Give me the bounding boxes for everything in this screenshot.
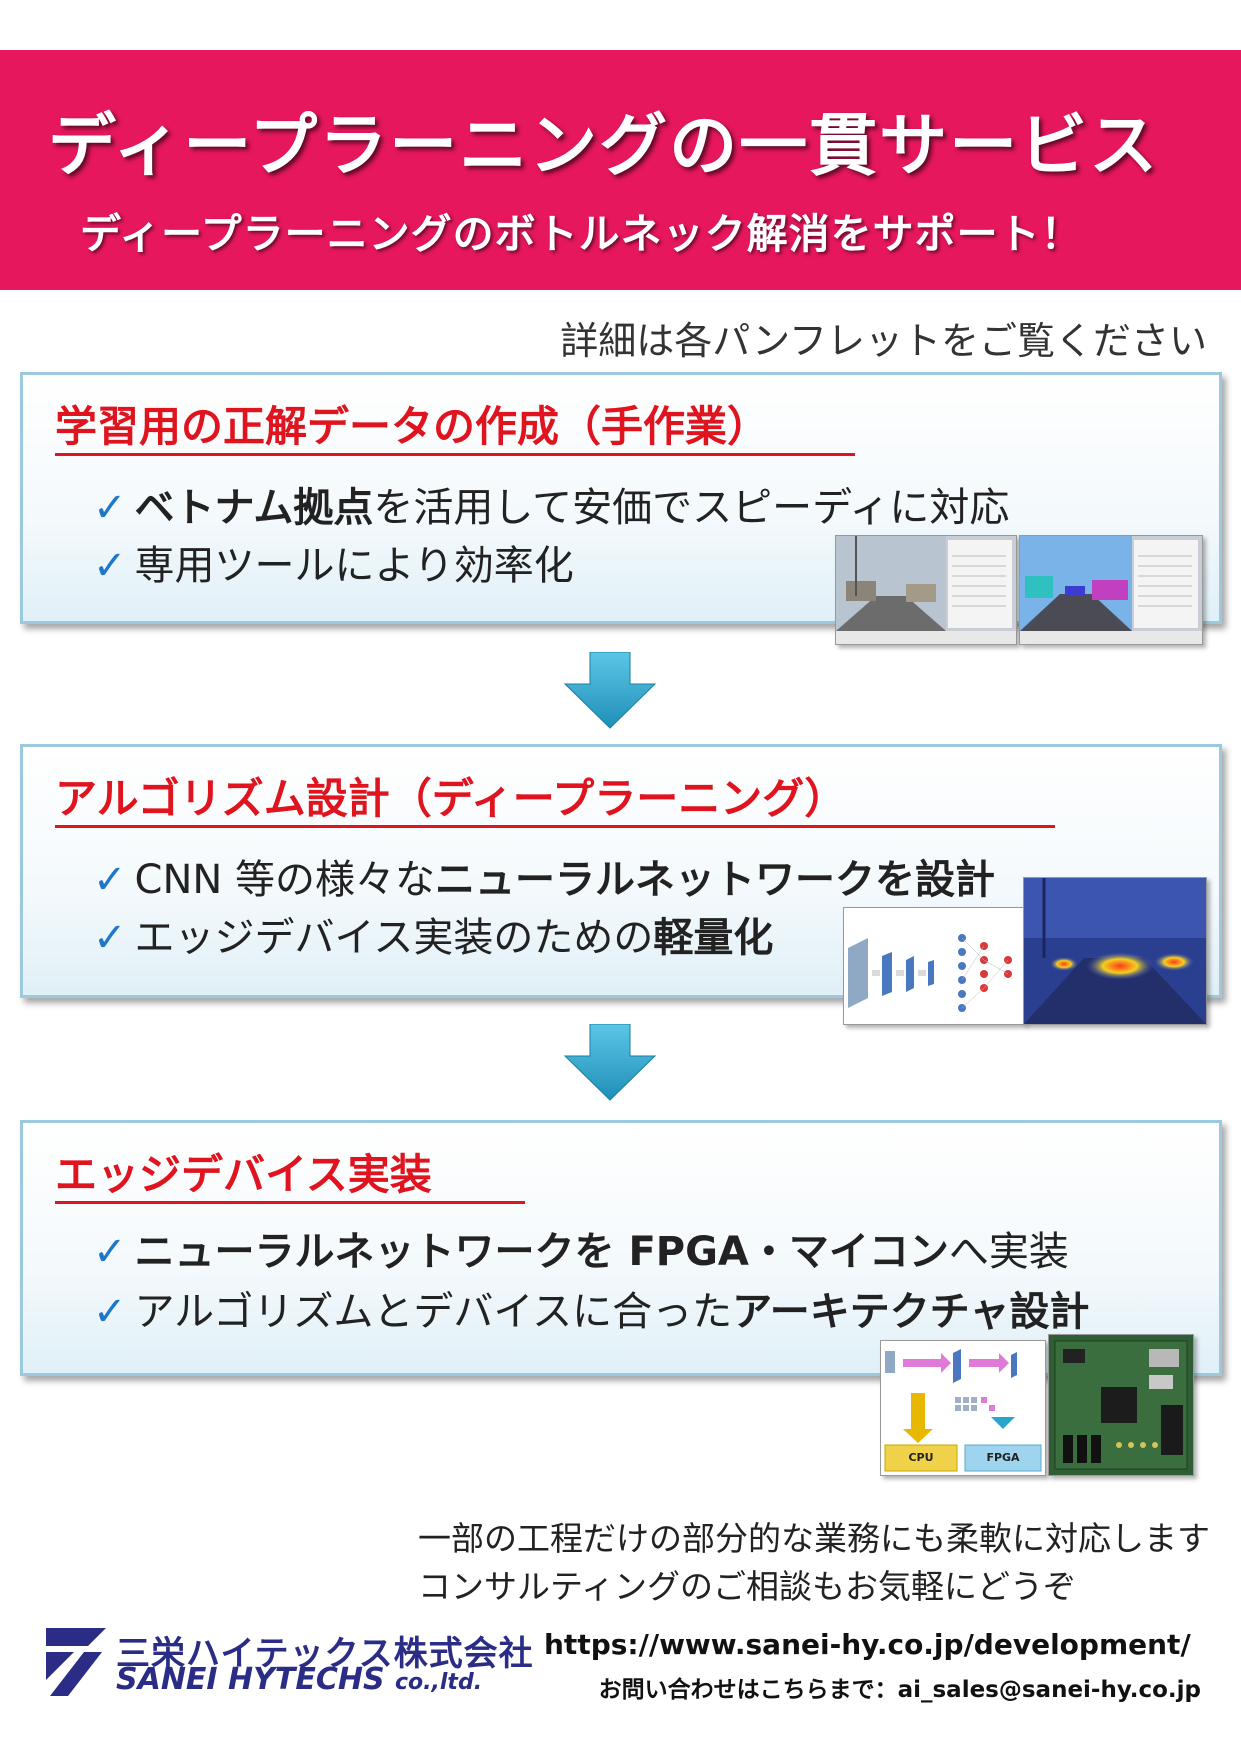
cpu-label: CPU	[908, 1451, 934, 1464]
company-name-en-suffix: co.,ltd.	[395, 1670, 483, 1695]
company-name-jp: 三栄ハイテックス株式会社	[116, 1634, 534, 1674]
annotation-tool-segmentation-image	[1019, 535, 1203, 645]
item-text: 専用ツールにより効率化	[134, 543, 574, 589]
page-subtitle: ディープラーニングのボトルネック解消をサポート！	[80, 210, 1083, 258]
section-title: エッジデバイス実装	[55, 1150, 432, 1199]
list-item: ✓専用ツールにより効率化	[93, 533, 574, 591]
item-bold: ベトナム拠点	[134, 485, 374, 531]
company-name-en-main: SANEI HYTECHS	[116, 1662, 385, 1697]
item-bold: ニューラルネットワークを設計	[435, 857, 996, 903]
item-bold: ニューラルネットワークを FPGA・マイコン	[134, 1229, 949, 1275]
item-text: へ実装	[948, 1229, 1069, 1275]
cpu-fpga-diagram-image: CPU FPGA	[880, 1340, 1046, 1476]
website-link[interactable]: https://www.sanei-hy.co.jp/development/	[544, 1628, 1191, 1661]
check-icon: ✓	[93, 543, 127, 589]
sanei-logo-mark-icon	[46, 1628, 106, 1696]
check-icon: ✓	[93, 1229, 127, 1275]
down-arrow-icon	[563, 1024, 657, 1101]
list-item: ✓CNN 等の様々なニューラルネットワークを設計	[93, 847, 995, 905]
item-text: を活用して安価でスピーディに対応	[373, 485, 1010, 531]
list-item: ✓アルゴリズムとデバイスに合ったアーキテクチャ設計	[93, 1279, 1089, 1337]
section-edge-device: エッジデバイス実装 ✓ニューラルネットワークを FPGA・マイコンへ実装 ✓アル…	[20, 1120, 1222, 1376]
fpga-label: FPGA	[986, 1451, 1020, 1464]
title-underline	[55, 825, 1055, 828]
closing-line: コンサルティングのご相談もお気軽にどうぞ	[418, 1567, 1077, 1606]
fpga-board-image	[1048, 1334, 1194, 1476]
page-title: ディープラーニングの一貫サービス	[48, 107, 1160, 186]
check-icon: ✓	[93, 1289, 127, 1335]
check-icon: ✓	[93, 485, 127, 531]
list-item: ✓エッジデバイス実装のための軽量化	[93, 905, 773, 963]
list-item: ✓ニューラルネットワークを FPGA・マイコンへ実装	[93, 1219, 1069, 1277]
check-icon: ✓	[93, 915, 127, 961]
title-underline	[55, 453, 855, 456]
cnn-diagram-image	[843, 907, 1025, 1025]
section-algorithm: アルゴリズム設計（ディープラーニング） ✓CNN 等の様々なニューラルネットワー…	[20, 744, 1222, 1025]
pamphlet-note: 詳細は各パンフレットをご覧ください	[560, 319, 1207, 363]
company-name-en: SANEI HYTECHS co.,ltd.	[116, 1662, 482, 1697]
item-bold: アーキテクチャ設計	[732, 1289, 1090, 1335]
section-annotation: 学習用の正解データの作成（手作業） ✓ベトナム拠点を活用して安価でスピーディに対…	[20, 372, 1222, 645]
down-arrow-icon	[563, 652, 657, 729]
header-banner: ディープラーニングの一貫サービス ディープラーニングのボトルネック解消をサポート…	[0, 50, 1241, 290]
list-item: ✓ベトナム拠点を活用して安価でスピーディに対応	[93, 475, 1009, 533]
annotation-tool-photo-image	[835, 535, 1017, 645]
check-icon: ✓	[93, 857, 127, 903]
contact-email[interactable]: お問い合わせはこちらまで：ai_sales@sanei-hy.co.jp	[598, 1677, 1201, 1703]
section-title: アルゴリズム設計（ディープラーニング）	[55, 774, 847, 823]
item-text: アルゴリズムとデバイスに合った	[134, 1289, 733, 1335]
closing-line: 一部の工程だけの部分的な業務にも柔軟に対応します	[418, 1519, 1210, 1558]
company-logo: 三栄ハイテックス株式会社 SANEI HYTECHS co.,ltd.	[44, 1626, 534, 1698]
title-underline	[55, 1201, 525, 1204]
section-title: 学習用の正解データの作成（手作業）	[55, 402, 770, 451]
item-bold: 軽量化	[653, 915, 774, 961]
heatmap-street-image	[1023, 877, 1207, 1025]
item-text: CNN 等の様々な	[134, 857, 436, 903]
item-text: エッジデバイス実装のための	[134, 915, 654, 961]
